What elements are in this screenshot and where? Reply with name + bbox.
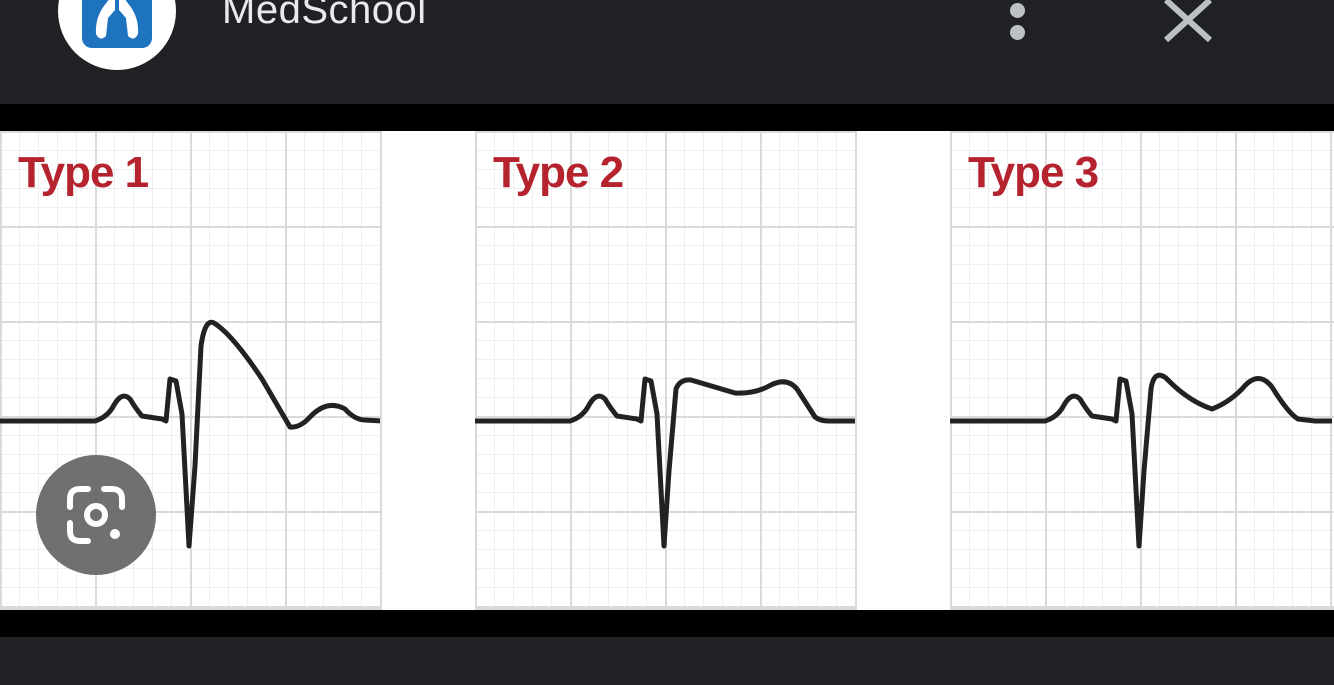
ecg-trace-type-3	[950, 372, 1332, 549]
panel-label-type-3: Type 3	[968, 148, 1099, 197]
lungs-icon	[82, 0, 152, 48]
ecg-trace-type-2	[475, 376, 855, 549]
letterbox-bottom	[0, 610, 1334, 637]
more-vertical-icon-dot	[1010, 25, 1025, 40]
lens-search-button[interactable]	[36, 455, 156, 575]
more-vertical-icon	[1010, 3, 1025, 18]
app-logo[interactable]	[58, 0, 176, 70]
viewer-footer	[0, 637, 1334, 685]
ecg-image[interactable]: Type 1 Type 2 Type 3	[0, 131, 1334, 610]
app-title: MedSchool	[222, 0, 427, 32]
ecg-panel-type-3: Type 3	[950, 131, 1334, 610]
panel-label-type-2: Type 2	[493, 148, 624, 197]
ecg-trace-type-1	[0, 319, 380, 549]
panel-label-type-1: Type 1	[18, 148, 149, 197]
close-button[interactable]	[1158, 0, 1218, 43]
google-lens-icon	[67, 486, 125, 544]
more-options-button[interactable]	[996, 0, 1040, 48]
viewer-header: MedSchool	[0, 0, 1334, 104]
ecg-panel-type-2: Type 2	[475, 131, 857, 610]
letterbox-top	[0, 104, 1334, 131]
close-icon	[1163, 0, 1213, 43]
